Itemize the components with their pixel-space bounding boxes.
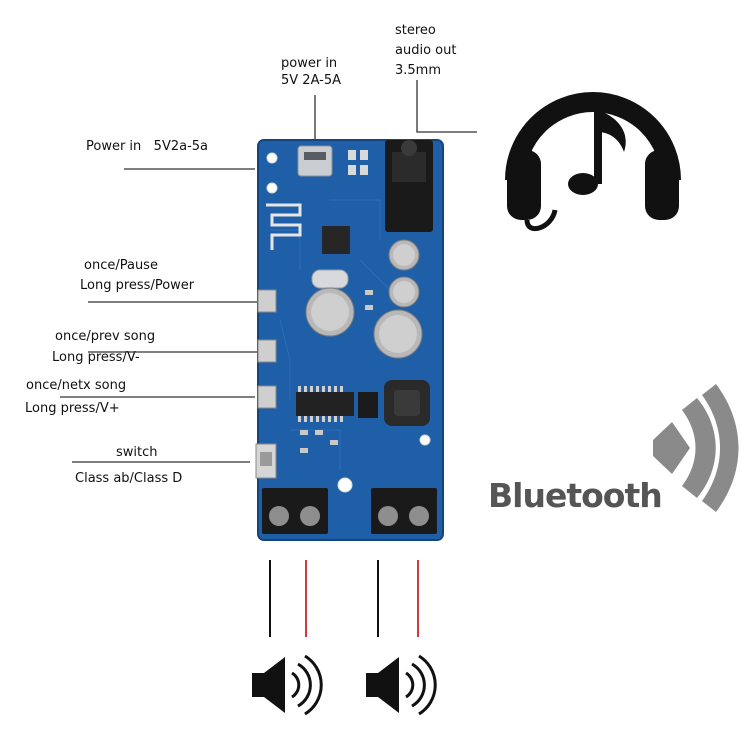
bluetooth-wave-icon [653, 384, 739, 512]
label-btn2-once: once/prev song [55, 329, 156, 344]
headphones-music-icon [505, 92, 681, 232]
label-btn1-once: once/Pause [84, 258, 158, 273]
label-power-in-left: Power in 5V2a-5a [86, 139, 209, 154]
leader-stereo [416, 80, 477, 133]
label-btn3-long: Long press/V+ [25, 401, 120, 416]
leader-lines [60, 80, 477, 463]
label-switch: switch [116, 445, 158, 460]
label-power-in-top-spec: 5V 2A-5A [281, 73, 342, 88]
label-btn2-long: Long press/V- [52, 350, 140, 365]
label-power-in-top: power in [281, 56, 338, 71]
speaker-icon-left [252, 654, 323, 716]
label-audio-out: audio out [395, 43, 457, 58]
label-3-5mm: 3.5mm [395, 63, 442, 78]
bluetooth-text: Bluetooth [488, 476, 663, 515]
speaker-wires [269, 560, 419, 637]
pcb-board [255, 139, 444, 541]
label-btn3-once: once/netx song [26, 378, 127, 393]
label-btn1-long: Long press/Power [80, 278, 195, 293]
label-class: Class ab/Class D [75, 471, 183, 486]
label-stereo: stereo [395, 23, 436, 38]
speaker-icon-right [366, 654, 437, 716]
capacitors [305, 239, 423, 359]
